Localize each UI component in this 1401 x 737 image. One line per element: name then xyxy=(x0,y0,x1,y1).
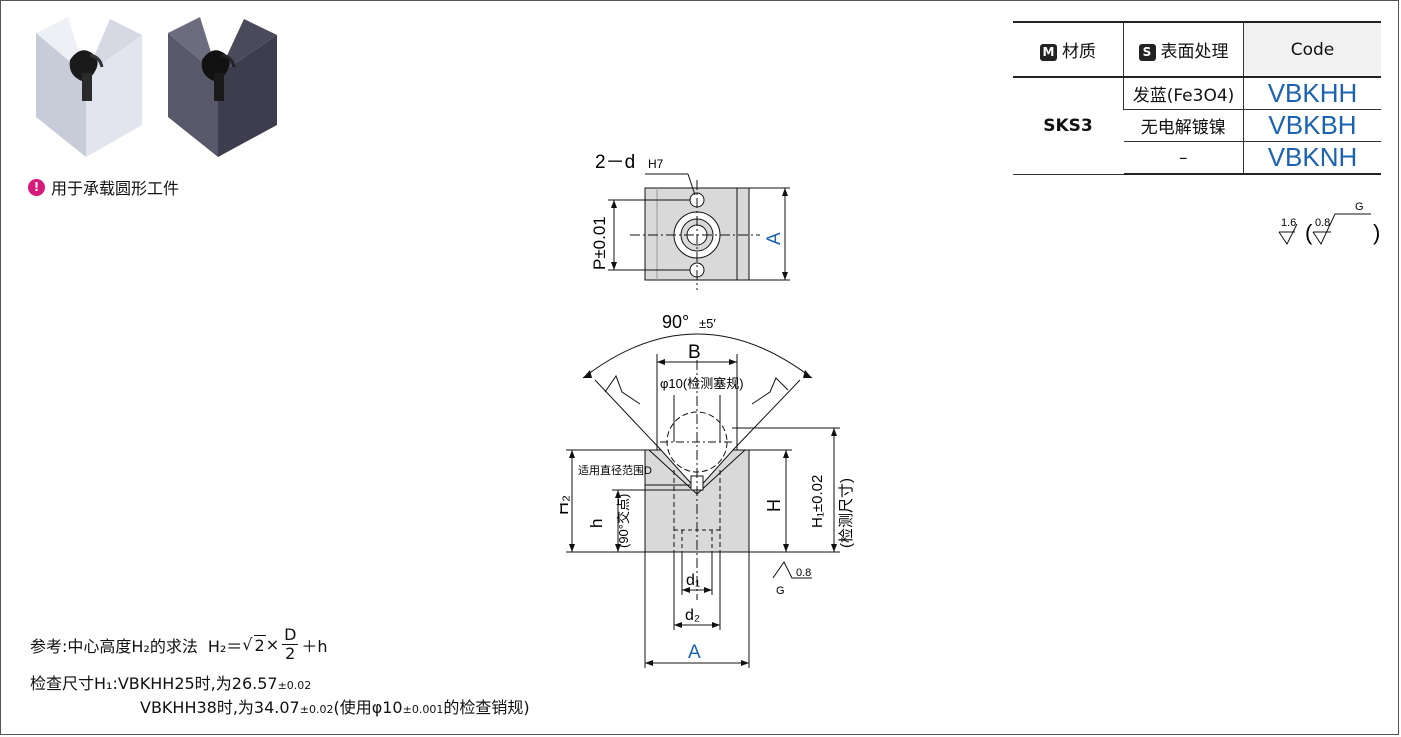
svg-text:): ) xyxy=(1373,220,1380,245)
material-cell: SKS3 xyxy=(1013,77,1124,175)
angle-tol-label: ±5′ xyxy=(699,316,716,331)
check-line-2: VBKHH38时,为34.07±0.02(使用φ10±0.001的检查销规) xyxy=(140,698,530,717)
d1-label: d₁ xyxy=(686,572,700,589)
gauge-label: φ10(检测塞规) xyxy=(660,376,744,391)
header-code: Code xyxy=(1243,21,1381,78)
product-photo-light xyxy=(36,17,142,157)
svg-text:1.6: 1.6 xyxy=(1281,217,1296,229)
product-photo-dark xyxy=(168,17,277,157)
code-cell[interactable]: VBKNH xyxy=(1243,141,1381,175)
d-range-label: 适用直径范围D xyxy=(578,463,652,477)
table-row: 无电解镀镍 VBKBH xyxy=(1013,109,1381,142)
code-cell[interactable]: VBKBH xyxy=(1243,109,1381,142)
svg-text:0.8: 0.8 xyxy=(1315,217,1330,229)
a-label-top: A xyxy=(764,232,785,245)
svg-text:(: ( xyxy=(1305,220,1313,245)
p-label: P±0.01 xyxy=(590,216,609,270)
alert-icon: ! xyxy=(28,178,45,196)
h-label: H xyxy=(764,499,784,512)
treatment-badge-icon: S xyxy=(1138,44,1156,61)
material-badge-icon: M xyxy=(1040,44,1057,61)
h-small-label: h xyxy=(587,519,606,528)
code-cell[interactable]: VBKHH xyxy=(1243,77,1381,110)
technical-drawing: 2－d H7 P±0.01 A 90° ±5′ B φ10(检测塞规) 适用直径… xyxy=(560,152,855,668)
roughness-legend: 1.6 ( 0.8 G ) xyxy=(1278,201,1380,246)
h2-label: H₂ xyxy=(560,495,572,515)
h1-label: H₁±0.02 xyxy=(809,475,826,528)
usage-note-text: 用于承载圆形工件 xyxy=(51,179,180,198)
holes-label: 2－d xyxy=(595,152,635,173)
h1-note-label: (检测尺寸) xyxy=(838,478,855,548)
treatment-cell: – xyxy=(1123,141,1244,175)
rough-08-label: 0.8 xyxy=(796,567,811,579)
angle-label: 90° xyxy=(662,312,689,332)
d2-label: d₂ xyxy=(685,607,700,624)
treatment-cell: 发蓝(Fe3O4) xyxy=(1123,77,1244,110)
holes-label-sub: H7 xyxy=(648,157,664,171)
a-label-bottom: A xyxy=(688,642,701,663)
table-row: SKS3 发蓝(Fe3O4) VBKHH xyxy=(1013,77,1381,175)
usage-note: ! 用于承载圆形工件 xyxy=(28,175,179,199)
b-label: B xyxy=(688,342,701,363)
table-row: – VBKNH xyxy=(1013,141,1381,175)
svg-text:G: G xyxy=(1355,201,1364,213)
check-line-1: 检查尺寸H₁:VBKHH25时,为26.57±0.02 xyxy=(30,674,312,693)
rough-g-label: G xyxy=(776,585,785,597)
h-note-label: (90°交点) xyxy=(616,494,631,548)
treatment-cell: 无电解镀镍 xyxy=(1123,109,1244,142)
